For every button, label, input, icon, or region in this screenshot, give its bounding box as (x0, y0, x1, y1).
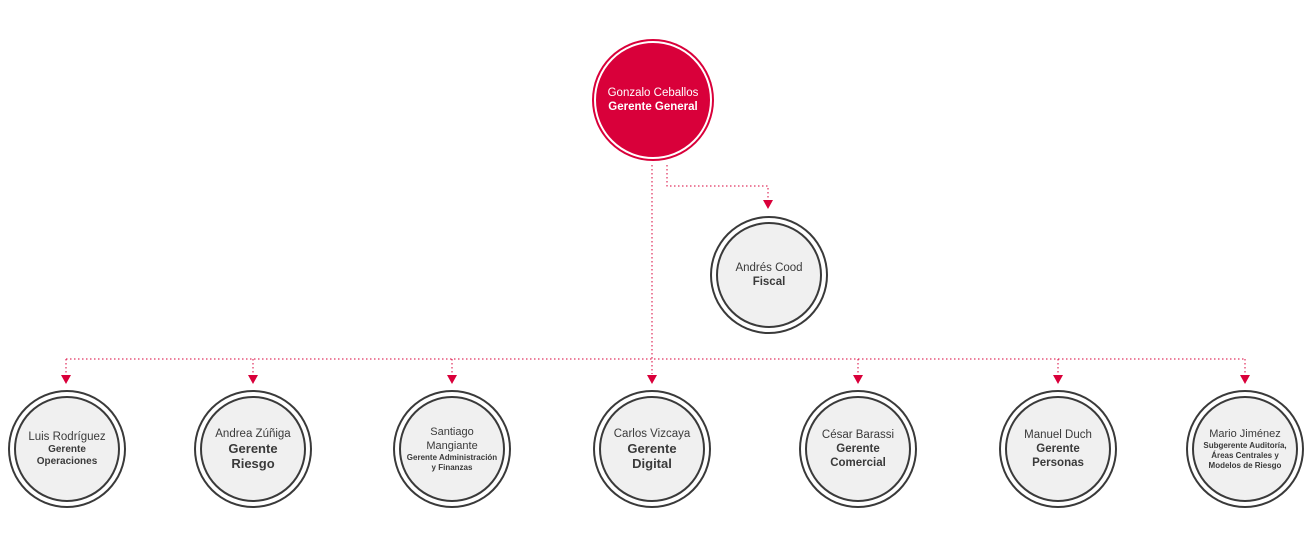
node-role: Gerente Administración y Finanzas (406, 453, 498, 472)
org-node-manager-1: Luis Rodríguez Gerente Operaciones (14, 396, 120, 502)
arrow-advisor (763, 200, 773, 209)
arrow-manager-7 (1240, 375, 1250, 384)
org-node-manager-7: Mario Jiménez Subgerente Auditoría, Área… (1192, 396, 1298, 502)
org-node-manager-6: Manuel Duch Gerente Personas (1005, 396, 1111, 502)
node-role: Gerente Personas (1032, 443, 1084, 469)
org-node-manager-4: Carlos Vizcaya Gerente Digital (599, 396, 705, 502)
node-role: Gerente Digital (627, 441, 677, 471)
node-role: Gerente Riesgo (228, 441, 278, 471)
org-node-advisor: Andrés Cood Fiscal (716, 222, 822, 328)
arrow-manager-3 (447, 375, 457, 384)
arrow-manager-5 (853, 375, 863, 384)
node-role: Gerente General (608, 101, 698, 113)
arrow-manager-6 (1053, 375, 1063, 384)
node-name: Manuel Duch (1024, 429, 1092, 441)
node-name: Mario Jiménez (1209, 428, 1281, 440)
node-name: Andrea Zúñiga (215, 428, 291, 440)
org-node-manager-5: César Barassi Gerente Comercial (805, 396, 911, 502)
node-role: Gerente Operaciones (36, 444, 98, 467)
arrow-manager-4 (647, 375, 657, 384)
arrow-manager-1 (61, 375, 71, 384)
org-node-manager-3: Santiago Mangiante Gerente Administració… (399, 396, 505, 502)
node-name: César Barassi (821, 429, 895, 441)
org-node-root: Gonzalo Ceballos Gerente General (594, 41, 712, 159)
node-name: Santiago Mangiante (426, 426, 478, 452)
org-node-manager-2: Andrea Zúñiga Gerente Riesgo (200, 396, 306, 502)
node-role: Gerente Comercial (830, 443, 886, 469)
node-role: Fiscal (752, 276, 786, 288)
node-role: Subgerente Auditoría, Áreas Centrales y … (1203, 441, 1287, 470)
connector-root-to-advisor (666, 165, 769, 199)
node-name: Luis Rodríguez (28, 431, 106, 443)
node-name: Gonzalo Ceballos (607, 87, 699, 99)
node-name: Carlos Vizcaya (613, 428, 691, 440)
arrow-manager-2 (248, 375, 258, 384)
node-name: Andrés Cood (735, 262, 803, 274)
